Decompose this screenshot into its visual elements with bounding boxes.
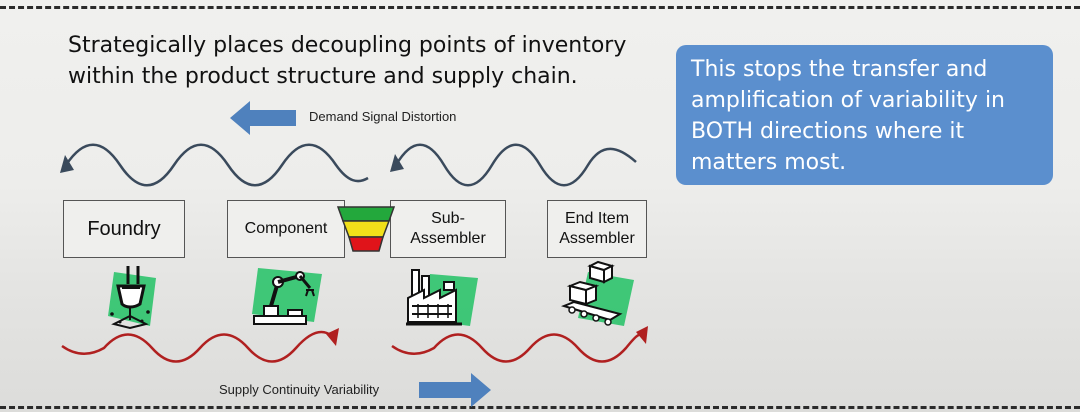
callout-line-1: This stops the transfer and — [691, 57, 988, 82]
node-sub-assembler: Sub- Assembler — [390, 200, 506, 258]
robot-arm-icon — [252, 268, 322, 325]
node-foundry-label: Foundry — [87, 218, 161, 240]
node-end-item-assembler: End Item Assembler — [547, 200, 647, 258]
callout-line-4: matters most. — [691, 150, 847, 175]
headline-line-1: Strategically places decoupling points o… — [68, 33, 627, 58]
bottom-dashed-border — [0, 406, 1080, 409]
demand-wave-right — [390, 143, 637, 187]
supply-continuity-label: Supply Continuity Variability — [219, 382, 380, 397]
demand-wave-left — [60, 143, 369, 187]
callout-line-3: BOTH directions where it — [691, 119, 965, 144]
top-dashed-border — [0, 6, 1080, 9]
supply-wave-left — [61, 328, 339, 363]
factory-icon — [406, 269, 478, 326]
node-end-item-line-1: End Item — [564, 210, 630, 227]
ladle-icon — [108, 266, 156, 330]
node-sub-assembler-line-2: Assembler — [410, 230, 486, 247]
headline-line-2: within the product structure and supply … — [68, 64, 578, 89]
node-foundry: Foundry — [63, 200, 185, 258]
decoupling-buffer-icon — [336, 206, 396, 252]
node-component: Component — [227, 200, 345, 258]
node-sub-assembler-line-1: Sub- — [431, 210, 465, 227]
node-component-label: Component — [244, 220, 328, 237]
headline: Strategically places decoupling points o… — [68, 30, 668, 92]
demand-signal-label: Demand Signal Distortion — [309, 109, 457, 124]
demand-arrow-left-icon — [230, 101, 296, 135]
callout-line-2: amplification of variability in — [691, 88, 1006, 113]
conveyor-boxes-icon — [560, 260, 634, 326]
supply-arrow-right-icon — [419, 373, 491, 407]
callout-box: This stops the transfer and amplificatio… — [676, 45, 1053, 185]
node-end-item-line-2: Assembler — [559, 230, 635, 247]
supply-wave-right — [391, 326, 648, 363]
